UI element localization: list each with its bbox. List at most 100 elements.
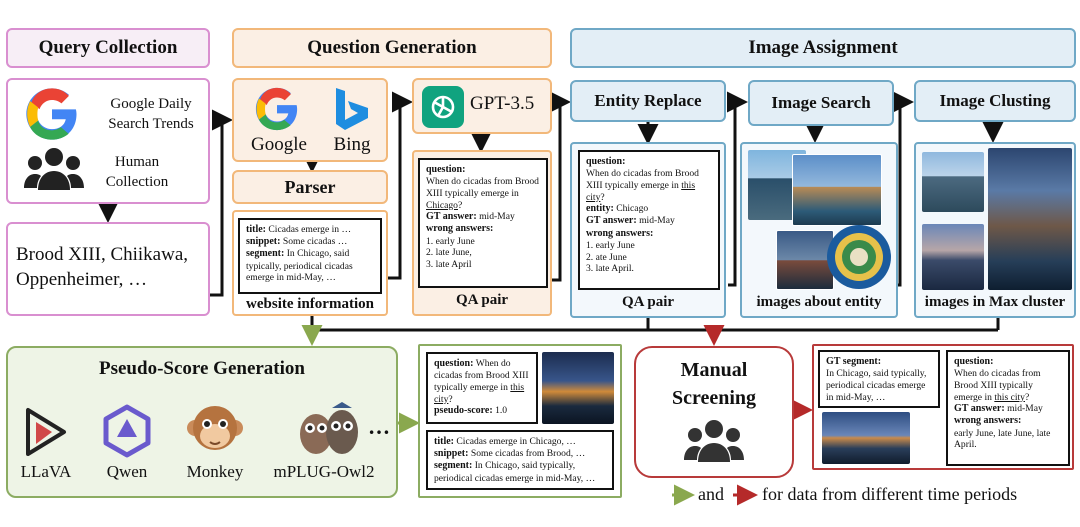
manual-screening-box: Manual Screening (634, 346, 794, 478)
model-label-qwen: Qwen (106, 462, 148, 481)
qwen-icon (103, 404, 151, 458)
pseudo-score-key: pseudo-score: (434, 405, 493, 417)
google-icon (26, 88, 77, 140)
gt-answer-key: GT answer: (586, 215, 637, 227)
gt-segment-key: GT segment: (826, 356, 882, 367)
title-key: title: (246, 224, 266, 235)
city-photo (792, 154, 882, 226)
gt-answer-key: GT answer: (954, 403, 1005, 415)
gpt-label: GPT-3.5 (470, 93, 535, 114)
qa-pair-caption: QA pair (455, 292, 509, 308)
wrong-answer-2: 2. late June, (426, 247, 472, 259)
entity-replace-title: Entity Replace (570, 80, 726, 122)
gt-segment-card: GT segment: In Chicago, said typically, … (818, 350, 940, 408)
image-assignment-title: Image Assignment (570, 28, 1076, 68)
gt-answer-value: mid-May (639, 215, 675, 227)
segment-value: In Chicago, said typically, periodical c… (246, 248, 353, 284)
question-key: question: (954, 356, 994, 367)
city-photo (776, 230, 834, 290)
images-about-entity-caption: images about entity (756, 294, 882, 310)
gt-answer-value: mid-May (1007, 403, 1043, 415)
manual-qa-card: question: When do cicadas from Brood XII… (946, 350, 1070, 466)
bing-icon (336, 88, 368, 130)
wrong-answer-1: 1. early June (426, 235, 475, 247)
image-cluster-box: images in Max cluster (914, 142, 1076, 318)
cluster-photo (922, 152, 984, 212)
entity-replace-box: question: When do cicadas from Brood XII… (570, 142, 726, 318)
question-text: When do cicadas from Brood XIII typicall… (426, 176, 539, 199)
night-city-photo (542, 352, 614, 424)
human-collection-label: Human Collection (105, 154, 169, 190)
image-search-title: Image Search (748, 80, 894, 126)
wrong-answers-key: wrong answers: (426, 223, 494, 235)
wrong-answer-1: 1. early June (586, 239, 635, 251)
gt-answer-key: GT answer: (426, 211, 477, 223)
pseudo-web-card: title: Cicadas emerge in Chicago, … snip… (426, 430, 614, 490)
qa-pair-card: question: When do cicadas from Brood XII… (418, 158, 548, 288)
snippet-value: Some cicadas from Brood, … (470, 448, 586, 460)
question-city: Chicago (426, 199, 458, 211)
image-clusting-title: Image Clusting (914, 80, 1076, 122)
wrong-answers-key: wrong answers: (954, 415, 1022, 427)
question-text: When do cicadas from Brood XIII typicall… (954, 368, 1041, 403)
pseudo-score-value: 1.0 (495, 405, 508, 417)
wrong-answer-3: 3. late April (426, 259, 472, 271)
night-city-photo (822, 412, 910, 464)
question-city: this city (434, 381, 525, 405)
wrong-answers-value: early June, late June, late April. (954, 427, 1051, 451)
wrong-answers-key: wrong answers: (586, 227, 654, 239)
title-value: Cicadas emerge in Chicago, … (456, 436, 576, 447)
question-text: When do cicadas from Brood XIII typicall… (586, 168, 699, 191)
monkey-icon (187, 406, 243, 450)
google-trends-label: Google Daily Search Trends (108, 96, 194, 132)
gt-segment-value: In Chicago, said typically, periodical c… (826, 368, 927, 403)
wrong-answer-3: 3. late April. (586, 263, 634, 275)
qa-pair-box: question: When do cicadas from Brood XII… (412, 150, 552, 316)
cluster-photo (988, 148, 1072, 290)
pseudo-output-box: question: When do cicadas from Brood XII… (418, 344, 622, 498)
legend-text: for data from different time periods (762, 484, 1018, 504)
title-value: Cicadas emerge in … (268, 224, 352, 235)
pseudo-score-box: Pseudo-Score Generation … LLaVA Qwen Mon… (6, 346, 398, 498)
website-info-card: title: Cicadas emerge in … snippet: Some… (238, 218, 382, 294)
snippet-value: Some cicadas … (282, 236, 348, 248)
cluster-photo (922, 224, 984, 290)
manual-title-line2: Screening (671, 387, 757, 409)
image-search-box: images about entity (740, 142, 898, 318)
model-label-monkey: Monkey (186, 462, 244, 481)
query-sources-box: Google Daily Search Trends Human Collect… (6, 78, 210, 204)
snippet-key: snippet: (246, 236, 281, 248)
question-text: When do cicadas from Brood XIII typicall… (434, 358, 529, 393)
segment-key: segment: (246, 248, 285, 260)
title-key: title: (434, 436, 454, 447)
website-info-caption: website information (246, 296, 374, 312)
question-city: this city (994, 391, 1025, 403)
city-seal-icon (827, 225, 891, 289)
question-city: this city (586, 179, 696, 203)
mplug-owl-icon (300, 402, 358, 454)
question-key: question: (586, 156, 626, 167)
snippet-key: snippet: (434, 448, 469, 460)
people-icon (684, 420, 744, 462)
er-qa-caption: QA pair (621, 294, 675, 310)
gpt-box: GPT-3.5 (412, 78, 552, 134)
images-max-cluster-caption: images in Max cluster (924, 294, 1066, 310)
segment-key: segment: (434, 460, 473, 472)
pseudo-score-title: Pseudo-Score Generation (99, 358, 305, 379)
parser-title: Parser (232, 170, 388, 204)
bing-label: Bing (333, 134, 371, 155)
gt-answer-value: mid-May (479, 211, 515, 223)
question-key: question: (426, 164, 466, 175)
entity-replace-card: question: When do cicadas from Brood XII… (578, 150, 720, 290)
entity-key: entity: (586, 203, 614, 215)
entity-list: Brood XIII, Chiikawa, Oppenheimer, … (6, 222, 210, 316)
question-generation-title: Question Generation (232, 28, 552, 68)
more-models-ellipsis: … (368, 414, 390, 439)
wrong-answer-2: 2. ate June (586, 251, 627, 263)
google-icon (255, 87, 298, 131)
model-label-mplug-owl2: mPLUG-Owl2 (273, 462, 375, 481)
manual-output-box: GT segment: In Chicago, said typically, … (812, 344, 1074, 470)
pseudo-qa-card: question: When do cicadas from Brood XII… (426, 352, 538, 424)
question-key: question: (434, 358, 474, 369)
legend-and: and (698, 484, 724, 504)
